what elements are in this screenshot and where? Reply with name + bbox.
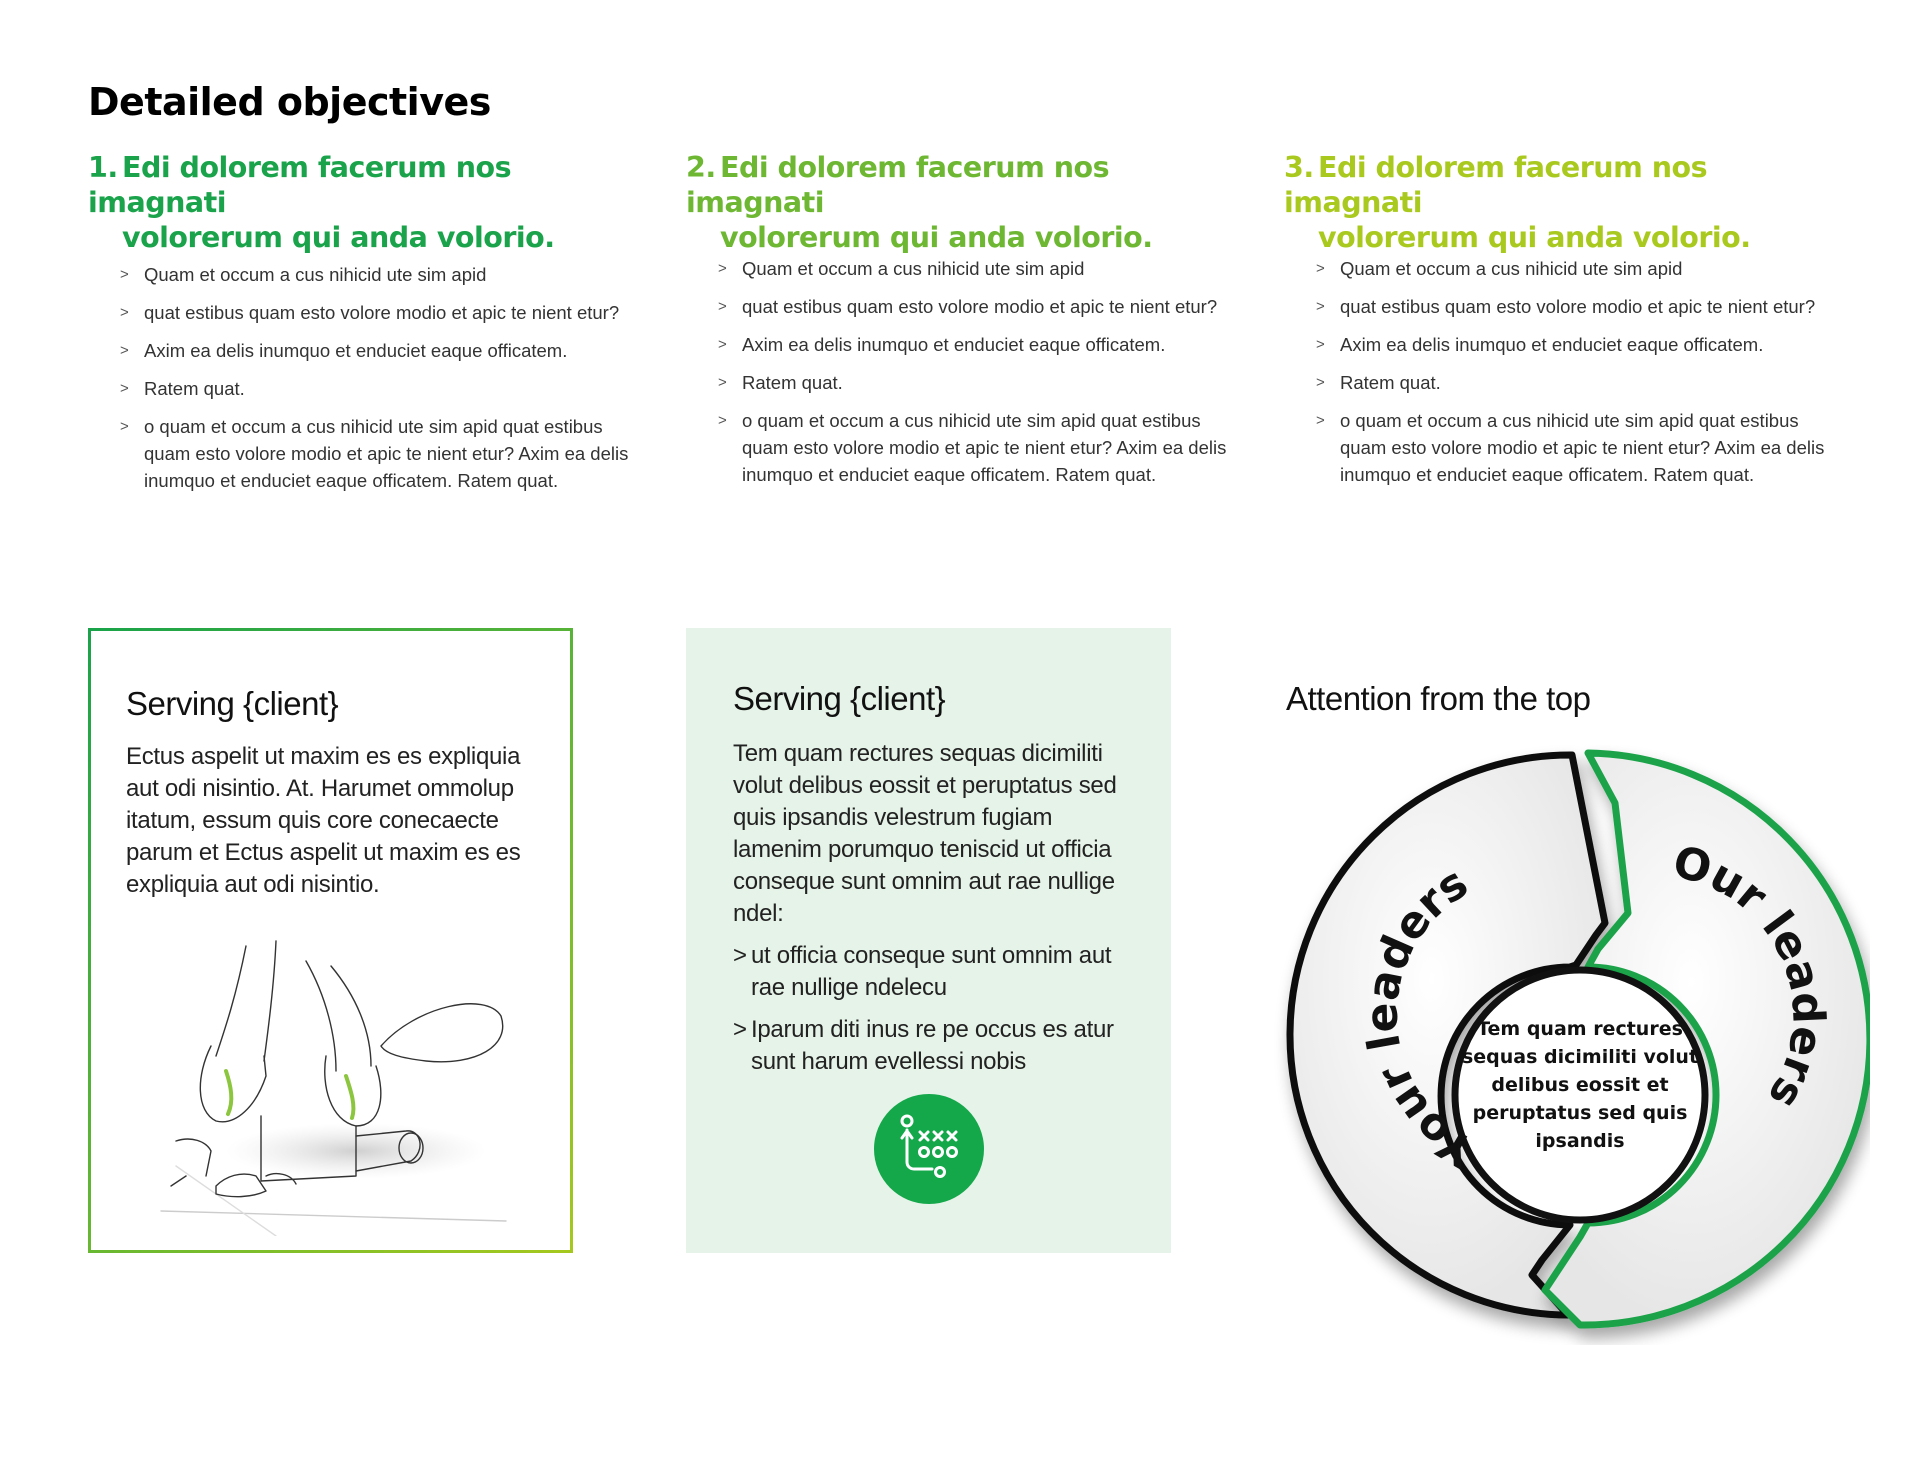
list-item: >o quam et occum a cus nihicid ute sim a… [1316, 410, 1825, 485]
list-item: >Ratem quat. [120, 378, 245, 399]
objective-heading: 2.Edi dolorem facerum nos imagnati volor… [686, 151, 1153, 254]
card-bullets: >ut officia conseque sunt omnim aut rae … [733, 940, 1143, 1088]
list-item: >quat estibus quam esto volore modio et … [120, 302, 620, 323]
list-item: >o quam et occum a cus nihicid ute sim a… [120, 416, 629, 491]
sprinter-sketch-icon [160, 940, 507, 1236]
list-item: >Quam et occum a cus nihicid ute sim api… [1316, 258, 1683, 279]
list-item: >quat estibus quam esto volore modio et … [718, 296, 1218, 317]
objective-bullets: >Quam et occum a cus nihicid ute sim api… [1284, 255, 1844, 488]
list-item: >Iparum diti inus re pe occus es atur su… [733, 1016, 1114, 1075]
svg-text:peruptatus sed quis: peruptatus sed quis [1473, 1102, 1688, 1124]
list-item: >ut officia conseque sunt omnim aut rae … [733, 942, 1112, 1001]
list-item: >Axim ea delis inumquo et enduciet eaque… [120, 340, 568, 361]
svg-text:delibus eossit et: delibus eossit et [1491, 1074, 1668, 1096]
list-item: >Axim ea delis inumquo et enduciet eaque… [718, 334, 1166, 355]
center-text: Tem quam rectures sequas dicimiliti volu… [1462, 1018, 1698, 1152]
attention-title: Attention from the top [1286, 680, 1591, 717]
serving-client-card-2: Serving {client} Tem quam rectures sequa… [686, 628, 1171, 1253]
svg-text:ipsandis: ipsandis [1535, 1130, 1624, 1152]
card-title: Serving {client} [733, 680, 946, 717]
playbook-icon [874, 1094, 984, 1204]
leaders-cycle-diagram: Your leaders Our leaders Tem quam rectur… [1286, 749, 1870, 1329]
objective-3: 3.Edi dolorem facerum nos imagnati volor… [1284, 150, 1844, 499]
your-leaders-segment [1286, 751, 1609, 1319]
list-item: >quat estibus quam esto volore modio et … [1316, 296, 1816, 317]
objective-bullets: >Quam et occum a cus nihicid ute sim api… [88, 261, 648, 494]
card-body: Tem quam rectures sequas dicimiliti volu… [733, 740, 1117, 927]
page-title: Detailed objectives [88, 80, 491, 124]
serving-client-card: Serving {client} Ectus aspelit ut maxim … [88, 628, 573, 1253]
card-title: Serving {client} [126, 685, 339, 722]
card-body: Ectus aspelit ut maxim es es expliquia a… [126, 743, 521, 898]
list-item: >o quam et occum a cus nihicid ute sim a… [718, 410, 1227, 485]
objective-1: 1.Edi dolorem facerum nos imagnati volor… [88, 150, 648, 505]
list-item: >Ratem quat. [718, 372, 843, 393]
list-item: >Quam et occum a cus nihicid ute sim api… [120, 264, 487, 285]
list-item: >Quam et occum a cus nihicid ute sim api… [718, 258, 1085, 279]
objective-heading: 1.Edi dolorem facerum nos imagnati volor… [88, 151, 555, 254]
objective-bullets: >Quam et occum a cus nihicid ute sim api… [686, 255, 1246, 488]
svg-text:Tem quam rectures: Tem quam rectures [1477, 1018, 1683, 1040]
list-item: >Ratem quat. [1316, 372, 1441, 393]
svg-text:sequas dicimiliti volut: sequas dicimiliti volut [1462, 1046, 1698, 1068]
list-item: >Axim ea delis inumquo et enduciet eaque… [1316, 334, 1764, 355]
objective-heading: 3.Edi dolorem facerum nos imagnati volor… [1284, 151, 1751, 254]
center-circle [1451, 966, 1709, 1224]
our-leaders-segment [1541, 749, 1870, 1329]
objective-2: 2.Edi dolorem facerum nos imagnati volor… [686, 150, 1246, 499]
